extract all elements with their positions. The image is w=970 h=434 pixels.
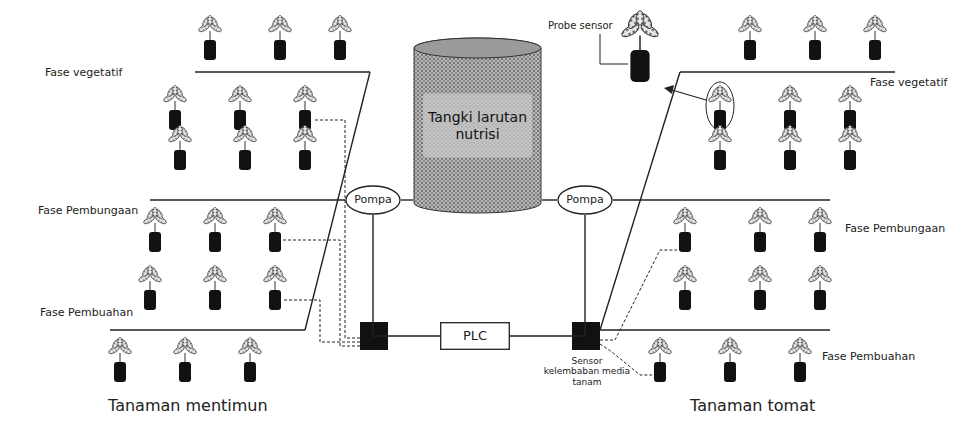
node-text: Pompa bbox=[566, 193, 603, 206]
phase-label: Fase Pembungaan bbox=[845, 222, 945, 235]
phase-label: Fase vegetatif bbox=[870, 76, 947, 89]
phase-label: Sensor kelembaban media tanam bbox=[543, 356, 631, 387]
plant-group bbox=[108, 16, 888, 383]
plant-pot bbox=[263, 208, 288, 253]
left-rack bbox=[110, 72, 370, 330]
plant-pot bbox=[863, 16, 888, 61]
plant-pot bbox=[228, 86, 253, 131]
plant-pot bbox=[203, 208, 228, 253]
plant-pot bbox=[748, 208, 773, 253]
phase-label: Fase Pembungaan bbox=[38, 204, 138, 217]
tank-cylinder: Tangki larutan nutrisi bbox=[413, 38, 542, 213]
connector-line bbox=[401, 200, 413, 201]
plant-pot bbox=[168, 126, 193, 171]
plant-pot bbox=[238, 338, 263, 383]
plant-pot bbox=[328, 16, 353, 61]
plant-pot bbox=[718, 338, 743, 383]
connector-line bbox=[373, 215, 440, 336]
plant-pot bbox=[708, 86, 733, 131]
phase-label: Fase Pembuahan bbox=[40, 306, 133, 319]
phase-label: Fase Pembuahan bbox=[822, 350, 915, 363]
plant-pot bbox=[778, 86, 803, 131]
plant-pot bbox=[738, 16, 763, 61]
plant-pot bbox=[778, 126, 803, 171]
controller-box: PLC bbox=[440, 322, 510, 350]
plant-pot bbox=[838, 126, 863, 171]
phase-label: Tanaman tomat bbox=[690, 396, 815, 415]
probe-detail bbox=[600, 11, 734, 130]
plant-pot bbox=[808, 266, 833, 311]
node-text: PLC bbox=[463, 328, 487, 344]
plant-pot bbox=[808, 208, 833, 253]
plant-pot bbox=[293, 126, 318, 171]
callout-label: Probe sensor bbox=[548, 20, 613, 31]
plant-pot bbox=[708, 126, 733, 171]
right-rack bbox=[600, 72, 895, 330]
plant-pot bbox=[263, 266, 288, 311]
connector-line bbox=[510, 215, 585, 336]
plant-pot bbox=[788, 338, 813, 383]
plant-pot bbox=[143, 208, 168, 253]
plant-pot bbox=[748, 266, 773, 311]
plant-pot bbox=[673, 266, 698, 311]
plant-pot bbox=[268, 16, 293, 61]
plant-pot bbox=[803, 16, 828, 61]
pump-ellipse: Pompa bbox=[345, 185, 401, 215]
connector-line bbox=[542, 200, 557, 201]
plant-pot bbox=[163, 86, 188, 131]
plant-pot bbox=[838, 86, 863, 131]
plant-pot bbox=[198, 16, 223, 61]
phase-label: Fase vegetatif bbox=[45, 66, 122, 79]
node-text: Tangki larutan nutrisi bbox=[425, 109, 530, 143]
plant-pot bbox=[648, 338, 673, 383]
node-text: Pompa bbox=[354, 193, 391, 206]
phase-label: Tanaman mentimun bbox=[108, 396, 268, 415]
plant-pot bbox=[673, 208, 698, 253]
plant-pot bbox=[233, 126, 258, 171]
plant-pot bbox=[203, 266, 228, 311]
plant-pot bbox=[173, 338, 198, 383]
plant-pot bbox=[293, 86, 318, 131]
plant-pot bbox=[138, 266, 163, 311]
pump-ellipse: Pompa bbox=[557, 185, 613, 215]
plant-pot bbox=[108, 338, 133, 383]
